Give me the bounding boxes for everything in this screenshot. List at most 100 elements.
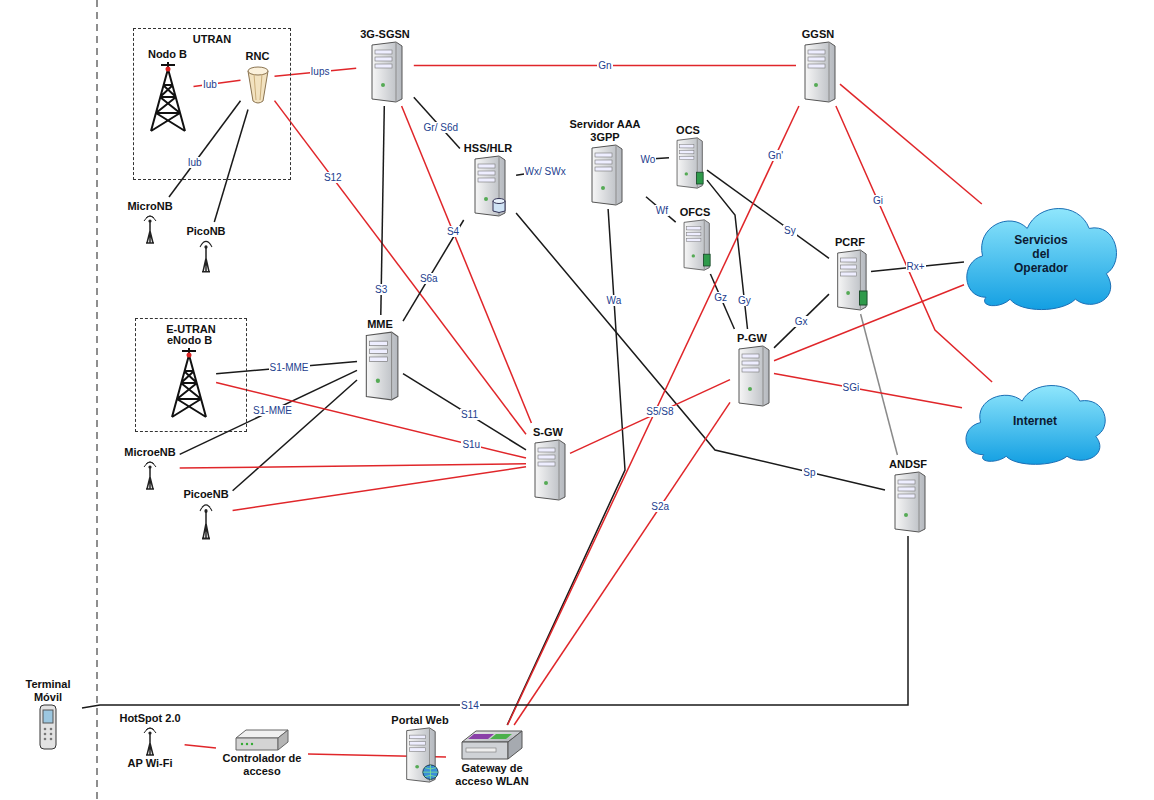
server-icon (366, 41, 404, 103)
interface-label: Gn' (767, 150, 784, 161)
node-label: P-GW (736, 332, 768, 345)
interface-label: S5/S8 (645, 406, 674, 417)
node-label: OCS (675, 124, 701, 137)
interface-label: S11 (460, 409, 479, 420)
interface-label: Iups (310, 66, 331, 77)
interface-label: S4 (446, 226, 460, 237)
ant-icon (142, 213, 158, 245)
interface-label: Gz (713, 292, 728, 303)
node-label: 3G-SGSN (359, 28, 411, 41)
network-element: HSS/HLR (463, 142, 513, 217)
interface-link (840, 84, 982, 204)
serverdb-icon (469, 155, 507, 217)
interface-link (214, 110, 248, 223)
rnc-icon (244, 63, 272, 107)
server-icon (529, 439, 567, 501)
web-icon (401, 727, 439, 783)
cloud-text: Internet (1013, 414, 1057, 428)
node-label: PicoNB (185, 225, 226, 238)
interface-label: Gi (872, 195, 884, 206)
network-element: PCRF (832, 236, 868, 311)
interface-link (508, 106, 799, 725)
separator-line (96, 0, 97, 800)
network-element: OFCS (679, 206, 712, 271)
interface-link (774, 285, 964, 361)
gw-icon (460, 728, 524, 762)
network-element: Servidor AAA 3GPP (567, 118, 643, 206)
interface-label: S6a (419, 273, 439, 284)
interface-label: Iub (202, 79, 218, 90)
interface-link (82, 536, 908, 708)
server-icon (733, 345, 771, 407)
interface-label: S1-MME (269, 362, 310, 373)
radio-region: UTRANNodo B RNC (133, 28, 291, 180)
base-station: eNodo B (166, 334, 213, 419)
interface-label: Gx (794, 316, 809, 327)
small-cell: MicroNB (126, 200, 173, 245)
cloud-label: Servicios del Operador (1010, 233, 1072, 275)
interface-link (646, 197, 676, 222)
interface-link (710, 274, 734, 329)
serverg-icon (679, 219, 711, 271)
tower-icon (145, 61, 191, 133)
interface-label: S12 (323, 172, 343, 183)
small-cell: PicoeNB (182, 488, 229, 541)
server-icon (799, 41, 837, 103)
node-label: HSS/HLR (463, 142, 513, 155)
interface-link (275, 101, 527, 435)
network-element: 3G-SGSN (359, 28, 411, 103)
interface-link (570, 380, 730, 454)
node-label: PicoeNB (182, 488, 229, 501)
interface-label: Wo (639, 154, 656, 165)
small-cell: MicroeNB (123, 446, 176, 491)
base-station: Nodo B (145, 48, 191, 133)
interface-link (403, 374, 526, 450)
interface-link (774, 294, 829, 348)
serverg-icon (672, 137, 704, 189)
interface-label: Gr/ S6d (423, 122, 459, 133)
phone-icon (37, 704, 59, 750)
node-label: Portal Web (390, 714, 449, 727)
interface-label: Gn (597, 60, 612, 71)
cloud: Servicios del Operador (955, 195, 1127, 313)
interface-link (403, 220, 464, 321)
serverg-icon (832, 249, 868, 311)
network-element: OCS (672, 124, 704, 189)
interface-link (185, 745, 216, 748)
ant-icon (142, 725, 158, 757)
node-label: ANDSF (888, 458, 928, 471)
interface-link (402, 106, 532, 423)
small-cell: PicoNB (185, 225, 226, 274)
node-label: S-GW (532, 426, 564, 439)
server-icon (586, 144, 624, 206)
interface-link (180, 464, 526, 468)
node-label: MME (366, 318, 394, 331)
region-title: UTRAN (191, 33, 234, 46)
node-label: MicroeNB (123, 446, 176, 459)
cloud: Internet (955, 375, 1115, 467)
interface-label: S1u (461, 439, 481, 450)
interface-label: S1-MME (252, 405, 293, 416)
mobile-terminal: Terminal Móvil (17, 678, 79, 750)
network-element: RNC (244, 50, 272, 107)
ant-icon (142, 459, 158, 491)
node-label: MicroNB (126, 200, 173, 213)
network-element: GGSN (799, 28, 837, 103)
radio-region: E-UTRANeNodo B (135, 318, 247, 432)
node-label: PCRF (834, 236, 866, 249)
interface-label: SGi (842, 382, 861, 393)
interface-link (774, 374, 962, 408)
network-element: S-GW (529, 426, 567, 501)
node-label: Gateway de acceso WLAN (449, 762, 535, 788)
interface-link (861, 314, 898, 455)
interface-label: Sp (802, 467, 816, 478)
interface-label: S3 (374, 284, 388, 295)
interface-link (707, 180, 748, 329)
node-label: AP Wi-Fi (127, 757, 174, 770)
node-label: Terminal Móvil (17, 678, 79, 704)
interface-label: S2a (650, 501, 670, 512)
node-label: Controlador de acceso (219, 752, 305, 778)
ant-icon (198, 238, 214, 274)
interface-link (216, 362, 357, 374)
